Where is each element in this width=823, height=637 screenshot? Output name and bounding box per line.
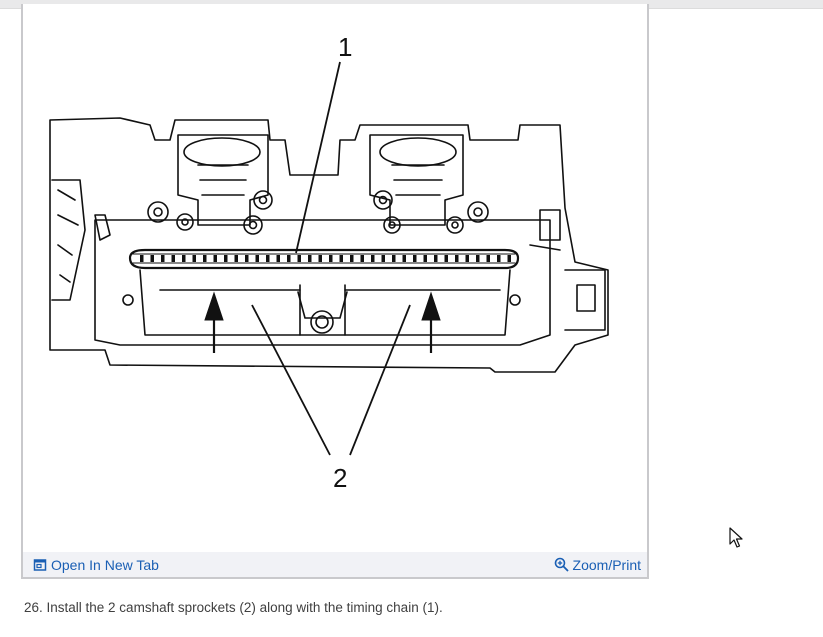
chain-link	[213, 255, 217, 262]
chain-link	[287, 255, 291, 262]
bolt-1	[147, 201, 169, 223]
open-in-new-tab-label: Open In New Tab	[51, 556, 159, 573]
zoom-in-icon	[554, 557, 569, 572]
chain-link	[308, 255, 312, 262]
chain-link	[444, 255, 448, 262]
chain-link	[350, 255, 354, 262]
engine-timing-diagram: 1 2	[25, 8, 647, 552]
chain-link	[455, 255, 459, 262]
bolt-11	[315, 315, 329, 329]
bolt-2	[253, 190, 273, 210]
chain-link	[402, 255, 406, 262]
open-in-new-tab-icon	[33, 558, 47, 572]
zoom-print-button[interactable]: Zoom/Print	[554, 552, 641, 577]
callout-2: 2	[333, 463, 347, 493]
arrow-right-head	[421, 291, 441, 321]
chain-link	[423, 255, 427, 262]
chain-link	[318, 255, 322, 262]
chain-link	[171, 255, 175, 262]
arrow-left-head	[204, 291, 224, 321]
chain-link	[245, 255, 249, 262]
leader-line-2b	[349, 304, 411, 456]
front-cover	[94, 219, 551, 346]
mouse-pointer-icon	[729, 527, 743, 554]
right-cam-cap	[379, 137, 457, 167]
chain-link	[507, 255, 511, 262]
step-instruction: 26. Install the 2 camshaft sprockets (2)…	[24, 600, 443, 615]
right-accessory	[564, 269, 606, 331]
open-in-new-tab-button[interactable]: Open In New Tab	[33, 552, 159, 577]
chain-link	[476, 255, 480, 262]
chain-link	[161, 255, 165, 262]
callout-1: 1	[338, 32, 352, 62]
bolt-4	[176, 213, 194, 231]
chain-link	[371, 255, 375, 262]
chain-link	[192, 255, 196, 262]
chain-link	[255, 255, 259, 262]
leader-line-2a	[251, 304, 331, 456]
figure-footer: Open In New Tab Zoom/Print	[23, 552, 647, 577]
bolt-5	[373, 190, 393, 210]
diagram-svg: 1 2	[49, 32, 609, 493]
bolt-3	[243, 215, 263, 235]
chain-link	[182, 255, 186, 262]
left-cam-cap	[183, 137, 261, 167]
chain-link	[297, 255, 301, 262]
chain-links	[140, 255, 511, 262]
chain-link	[497, 255, 501, 262]
chain-link	[465, 255, 469, 262]
left-accessory	[51, 179, 86, 301]
chain-link	[203, 255, 207, 262]
bolt-7	[383, 216, 401, 234]
zoom-print-label: Zoom/Print	[572, 556, 641, 573]
chain-link	[276, 255, 280, 262]
chain-link	[434, 255, 438, 262]
chain-link	[413, 255, 417, 262]
engine-outline	[49, 117, 609, 373]
right-cam-housing	[369, 134, 464, 226]
chain-link	[381, 255, 385, 262]
leader-line-1	[295, 61, 341, 254]
chain-link	[140, 255, 144, 262]
bolt-9	[122, 294, 134, 306]
bolt-10	[509, 294, 521, 306]
chain-link	[486, 255, 490, 262]
chain-link	[224, 255, 228, 262]
bolt-8	[446, 216, 464, 234]
bolt-6	[467, 201, 489, 223]
chain-link	[329, 255, 333, 262]
sprocket-housing	[139, 269, 511, 336]
chain-link	[339, 255, 343, 262]
chain-link	[150, 255, 154, 262]
chain-link	[266, 255, 270, 262]
chain-link	[392, 255, 396, 262]
timing-chain	[128, 248, 520, 270]
chain-link	[360, 255, 364, 262]
chain-link	[234, 255, 238, 262]
